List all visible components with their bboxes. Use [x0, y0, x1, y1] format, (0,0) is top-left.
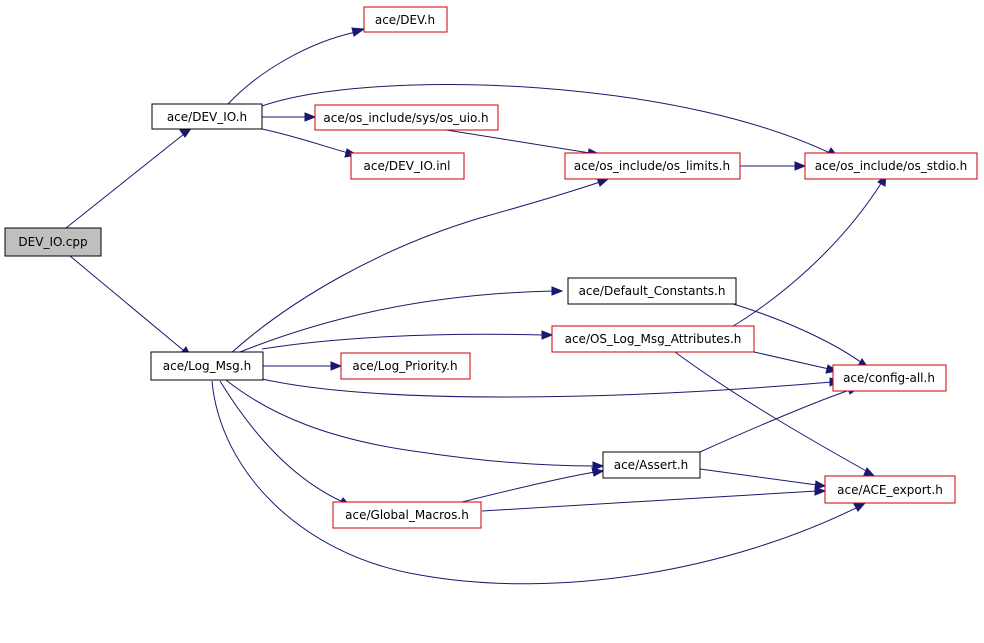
edge-os-log-msg-attr-h-to-ace-export-h [674, 351, 869, 473]
node-box [4, 227, 102, 257]
node-box [832, 364, 947, 392]
node-dev-io-cpp[interactable]: DEV_IO.cpp [4, 227, 102, 257]
edge-log-msg-h-to-os-log-msg-attr-h [261, 333, 545, 350]
node-ace-export-h[interactable]: ace/ACE_export.h [824, 475, 956, 504]
node-assert-h[interactable]: ace/Assert.h [602, 451, 701, 479]
edge-log-msg-h-to-assert-h [225, 379, 596, 467]
edges [65, 31, 883, 585]
edge-dev-io-h-to-os-stdio-h [261, 84, 831, 154]
node-label: ace/config-all.h [843, 371, 935, 385]
arrowhead-os-stdio-h-from-os-limits-h [794, 161, 807, 171]
node-label: DEV_IO.cpp [18, 235, 87, 249]
node-box [824, 475, 956, 504]
edge-log-msg-h-to-global-macros-h [219, 380, 344, 503]
node-config-all-h[interactable]: ace/config-all.h [832, 364, 947, 392]
edge-dev-io-h-to-dev-io-inl [261, 128, 349, 154]
node-dev-io-inl[interactable]: ace/DEV_IO.inl [350, 152, 465, 180]
node-log-msg-h[interactable]: ace/Log_Msg.h [150, 351, 264, 381]
edge-global-macros-h-to-assert-h [461, 471, 596, 503]
node-label: ace/DEV_IO.h [167, 110, 247, 124]
node-os-stdio-h[interactable]: ace/os_include/os_stdio.h [804, 152, 978, 180]
node-os-log-msg-attr-h[interactable]: ace/OS_Log_Msg_Attributes.h [551, 325, 755, 353]
arrowhead-os-log-msg-attr-h [541, 330, 554, 340]
edge-log-msg-h-to-os-limits-h [229, 181, 601, 355]
node-box [340, 352, 471, 380]
node-os-limits-h[interactable]: ace/os_include/os_limits.h [564, 152, 741, 180]
arrowheads [179, 27, 887, 512]
node-label: ace/ACE_export.h [837, 483, 943, 497]
node-label: ace/os_include/os_limits.h [574, 159, 730, 173]
node-label: ace/OS_Log_Msg_Attributes.h [565, 332, 742, 346]
node-log-priority-h[interactable]: ace/Log_Priority.h [340, 352, 471, 380]
node-label: ace/DEV_IO.inl [364, 159, 451, 173]
node-label: ace/Assert.h [614, 458, 689, 472]
arrowhead-assert-h-from-global-macros-h [591, 467, 605, 477]
arrowhead-log-priority-h [330, 361, 343, 371]
node-default-constants-h[interactable]: ace/Default_Constants.h [567, 277, 737, 305]
arrowhead-ace-export-h-from-log-msg-h [853, 502, 867, 512]
nodes: DEV_IO.cpp ace/DEV_IO.h ace/Log_Msg.h ac… [4, 6, 978, 529]
node-dev-io-h[interactable]: ace/DEV_IO.h [151, 103, 263, 130]
node-box [350, 152, 465, 180]
node-box [332, 501, 482, 529]
node-label: ace/Global_Macros.h [345, 508, 469, 522]
edge-default-constants-h-to-config-all-h [726, 301, 863, 364]
node-box [804, 152, 978, 180]
node-box [564, 152, 741, 180]
node-box [363, 6, 448, 33]
arrowhead-default-constants-h [551, 286, 564, 296]
edge-assert-h-to-ace-export-h [699, 468, 818, 486]
node-box [551, 325, 755, 353]
edge-log-msg-h-to-ace-export-h [211, 380, 859, 585]
node-box [602, 451, 701, 479]
node-os-uio-h[interactable]: ace/os_include/sys/os_uio.h [314, 104, 499, 131]
edge-dev-io-cpp-to-log-msg-h [69, 255, 184, 351]
node-box [567, 277, 737, 305]
arrowhead-ace-export-h-from-global-macros-h [814, 486, 827, 496]
node-label: ace/os_include/sys/os_uio.h [323, 111, 488, 125]
edge-dev-io-cpp-to-dev-io-h [65, 133, 185, 229]
arrowhead-dev-h [351, 27, 366, 37]
arrowhead-assert-h-from-log-msg-h [592, 461, 605, 471]
node-box [151, 103, 263, 130]
edge-dev-io-h-to-dev-h [227, 31, 357, 105]
node-dev-h[interactable]: ace/DEV.h [363, 6, 448, 33]
node-label: ace/DEV.h [375, 13, 435, 27]
node-label: ace/os_include/os_stdio.h [815, 159, 968, 173]
edge-global-macros-h-to-ace-export-h [481, 490, 818, 512]
edge-log-msg-h-to-default-constants-h [239, 290, 555, 353]
node-global-macros-h[interactable]: ace/Global_Macros.h [332, 501, 482, 529]
edge-log-msg-h-to-config-all-h [261, 378, 833, 398]
edge-assert-h-to-config-all-h [699, 389, 851, 453]
edge-os-uio-h-to-os-limits-h [439, 128, 591, 154]
node-box [314, 104, 499, 131]
node-label: ace/Log_Priority.h [352, 359, 457, 373]
edge-os-log-msg-attr-h-to-config-all-h [753, 351, 830, 370]
edge-os-log-msg-attr-h-to-os-stdio-h [729, 181, 883, 329]
arrowhead-ace-export-h-from-assert-h [814, 480, 827, 490]
node-box [150, 351, 264, 381]
node-label: ace/Default_Constants.h [579, 284, 726, 298]
arrowhead-os-uio-h [304, 112, 317, 122]
node-label: ace/Log_Msg.h [163, 359, 251, 373]
